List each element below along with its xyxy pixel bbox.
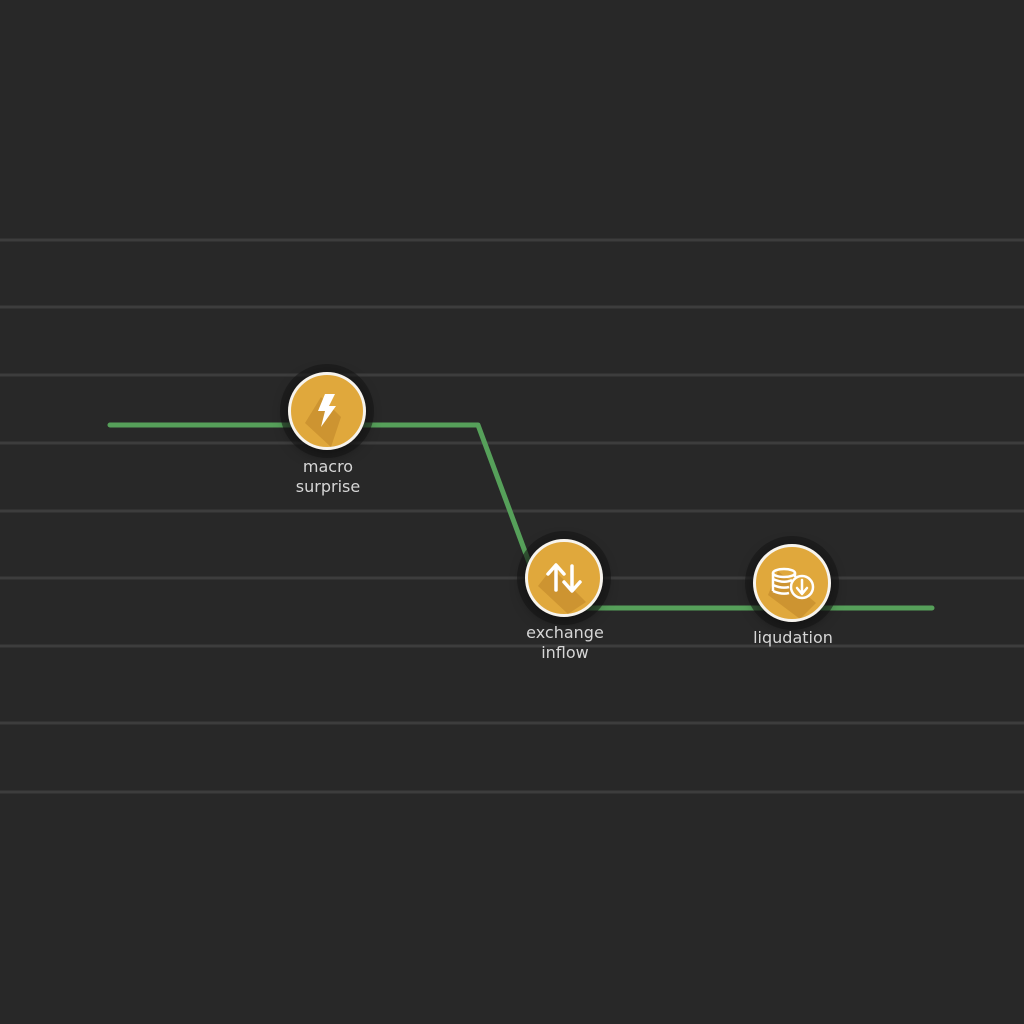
node-macro-surprise [288,372,366,450]
node-liquidation [753,544,831,622]
lightning-bolt-icon [305,394,341,447]
up-down-arrows-icon [538,563,586,614]
label-liquidation: liqudation [753,628,833,647]
node-exchange-inflow [525,539,603,617]
coins-down-arrow-icon [768,567,816,619]
label-macro-surprise: macro surprise [295,457,361,496]
label-exchange-inflow: exchange inflow [526,623,604,662]
